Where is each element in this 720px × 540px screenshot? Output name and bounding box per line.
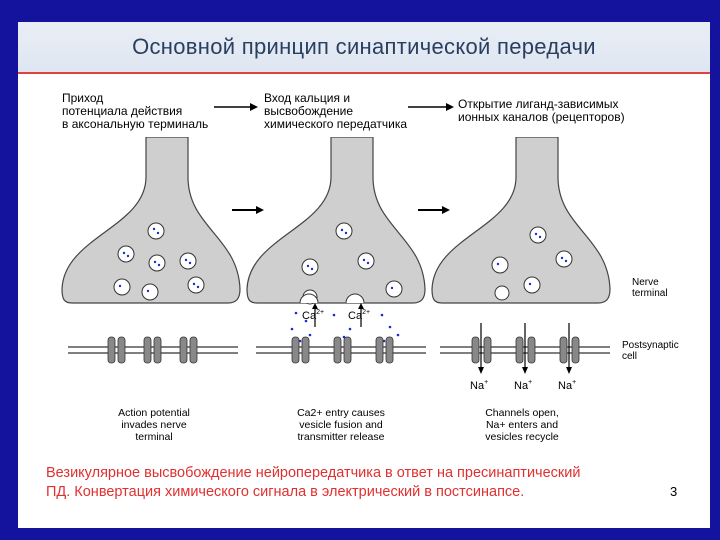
panel-arrow-1-icon: [232, 206, 264, 214]
slide-title: Основной принцип синаптической передачи: [18, 34, 710, 60]
title-band: Основной принцип синаптической передачи: [18, 22, 710, 72]
receptors-2: [292, 337, 393, 363]
step-arrow-1-icon: [214, 102, 258, 112]
footer-text: Везикулярное высвобождение нейропередатч…: [46, 464, 696, 502]
na-label-2: Na+: [514, 379, 532, 392]
na-label-3: Na+: [558, 379, 576, 392]
nerve-terminal-1: [62, 137, 240, 303]
ca-label-1: Ca2+: [302, 309, 324, 322]
nerve-terminal-2: [247, 137, 425, 303]
receptors-1: [108, 337, 197, 363]
slide: Основной принцип синаптической передачи …: [18, 22, 710, 528]
ca-label-2: Ca2+: [348, 309, 370, 322]
panel-3: Na+ Na+ Na+: [432, 137, 610, 392]
step-arrow-2-icon: [408, 102, 454, 112]
nerve-terminal-text: Nerve terminal: [632, 277, 668, 299]
synapse-figure: Ca2+ Ca2+: [48, 137, 693, 455]
panel-2: Ca2+ Ca2+: [247, 137, 426, 363]
panel-1: [62, 137, 240, 363]
step-2-text: Вход кальция и высвобождение химического…: [264, 92, 407, 131]
page-number: 3: [670, 484, 677, 499]
caption-2: Ca2+ entry causes vesicle fusion and tra…: [276, 407, 406, 443]
nerve-terminal-3: [432, 137, 610, 303]
na-label-1: Na+: [470, 379, 488, 392]
sodium-arrows: [481, 323, 569, 369]
caption-3: Channels open, Na+ enters and vesicles r…: [462, 407, 582, 443]
caption-1: Action potential invades nerve terminal: [104, 407, 204, 443]
postsynaptic-cell-text: Postsynaptic cell: [622, 340, 679, 362]
step-1-text: Приход потенциала действия в аксональную…: [62, 92, 208, 131]
title-divider: [18, 72, 710, 74]
step-3-text: Открытие лиганд-зависимых ионных каналов…: [458, 98, 625, 124]
panel-arrow-2-icon: [418, 206, 450, 214]
